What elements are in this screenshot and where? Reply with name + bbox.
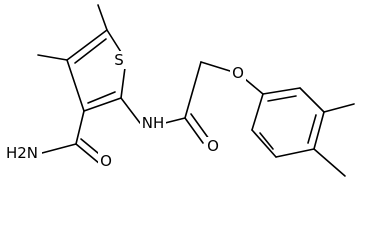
benzene-bond-3 <box>313 111 325 150</box>
ether-bond-ch2-o <box>200 61 231 72</box>
ring-bond-c4-c5 <box>66 29 108 61</box>
benzene-bond-6 <box>251 93 264 131</box>
ether-bond-o-aryl <box>244 78 264 95</box>
acetamide-oxygen-label-bg <box>205 137 221 155</box>
methyl-bond-benzene-meta <box>323 103 355 113</box>
carboxamide-bond-c3-c <box>75 110 85 145</box>
amide-nh-label: NH <box>142 114 165 132</box>
amide-bond-c2-n <box>120 97 141 124</box>
methyl-bond-c4 <box>37 54 68 61</box>
benzene-double-bond-c <box>259 132 274 150</box>
chemical-structure: S O H2N NH O O <box>2 4 355 177</box>
ring-double-bond-c4-c5 <box>74 38 107 64</box>
ether-oxygen-label-bg <box>230 64 246 82</box>
acetamide-bond-c-ch2 <box>184 61 202 119</box>
acetamide-double-bond-c-o-2 <box>190 113 210 140</box>
benzene-bond-4 <box>275 148 315 158</box>
amide-oxygen-label-bg <box>98 152 114 170</box>
acetamide-double-bond-c-o <box>184 117 204 144</box>
amine-label-bg <box>2 143 42 163</box>
methyl-bond-c5 <box>97 4 108 31</box>
amine-nh2-label: H2N <box>6 144 38 162</box>
methyl-bond-benzene-para <box>313 148 346 177</box>
benzene-bond-5 <box>251 129 277 158</box>
sulfur-atom-label: S <box>114 51 124 69</box>
benzene-bond-1 <box>262 87 301 95</box>
acetamide-oxygen-label: O <box>207 137 219 155</box>
carboxamide-bond-c-n <box>41 143 77 154</box>
amide-bond-n-c <box>164 117 186 124</box>
ring-bond-c2-c3 <box>83 97 122 112</box>
ether-oxygen-label: O <box>232 64 244 82</box>
benzene-bond-2 <box>299 87 325 113</box>
benzene-double-bond-a <box>267 95 297 102</box>
ring-double-bond-c2-c3 <box>87 91 116 104</box>
benzene-double-bond-b <box>307 114 317 144</box>
sulfur-label-bg <box>111 51 127 69</box>
amide-nh-label-bg <box>140 114 166 132</box>
ring-bond-c3-c4 <box>66 59 85 112</box>
carboxamide-double-bond-c-o <box>75 143 101 165</box>
carboxamide-oxygen-label: O <box>100 152 112 170</box>
